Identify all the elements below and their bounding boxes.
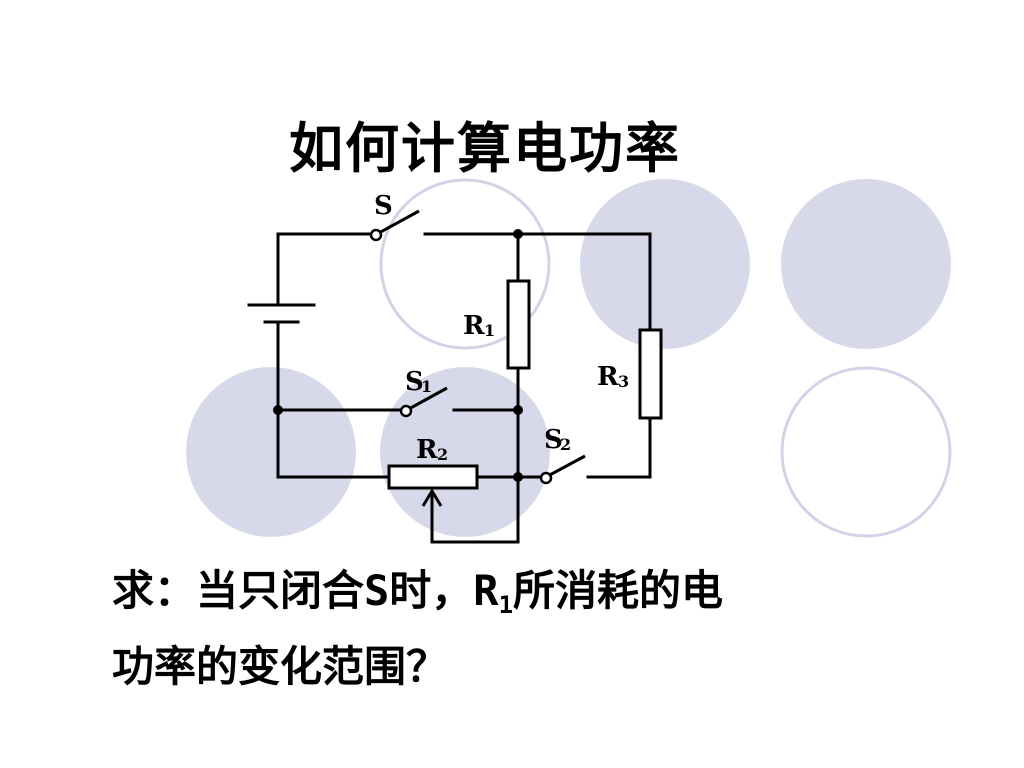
slide-title: 如何计算电功率 (289, 117, 681, 180)
label-resistor-r2-sub: 2 (437, 445, 448, 464)
question-line-1-prefix: 求：当只闭合S时，R (112, 566, 499, 615)
question-line-1-suffix: 所消耗的电 (513, 566, 724, 615)
junction-dot (273, 405, 283, 415)
question-line-1: 求：当只闭合S时，R1所消耗的电 (112, 560, 892, 636)
label-switch-s2-sub: 2 (560, 435, 571, 454)
label-resistor-r3: R (597, 362, 619, 392)
deco-circle-filled (781, 179, 951, 349)
label-resistor-r2: R (416, 435, 438, 465)
label-switch-s2: S (544, 425, 563, 455)
label-resistor-r1-sub: 1 (484, 321, 495, 340)
label-switch-s: S (374, 191, 393, 221)
resistor-r3 (638, 328, 663, 420)
junction-dot (513, 472, 523, 482)
switch-s2-blade (545, 454, 586, 479)
deco-circle-outline (780, 366, 952, 538)
label-switch-s1-sub: 1 (421, 377, 432, 396)
question-text: 求：当只闭合S时，R1所消耗的电 功率的变化范围？ (112, 560, 892, 698)
switch-s-blade (376, 209, 420, 236)
junction-dot (513, 229, 523, 239)
deco-circle-filled (580, 179, 750, 349)
junction-dot (513, 405, 523, 415)
switch-s-pivot (369, 228, 383, 242)
resistor-r1 (506, 279, 531, 370)
switch-s1-blade (406, 386, 448, 412)
slider-arrow-icon (421, 488, 443, 507)
question-line-1-subscript: 1 (498, 591, 514, 619)
rheostat-r2 (387, 464, 479, 490)
switch-s2-pivot (539, 471, 553, 485)
question-line-2: 功率的变化范围？ (112, 642, 449, 691)
label-switch-s1: S (405, 367, 424, 397)
label-resistor-r3-sub: 3 (618, 372, 629, 391)
label-resistor-r1: R (463, 311, 485, 341)
deco-circle-outline (379, 178, 551, 350)
switch-s1-pivot (399, 404, 413, 418)
